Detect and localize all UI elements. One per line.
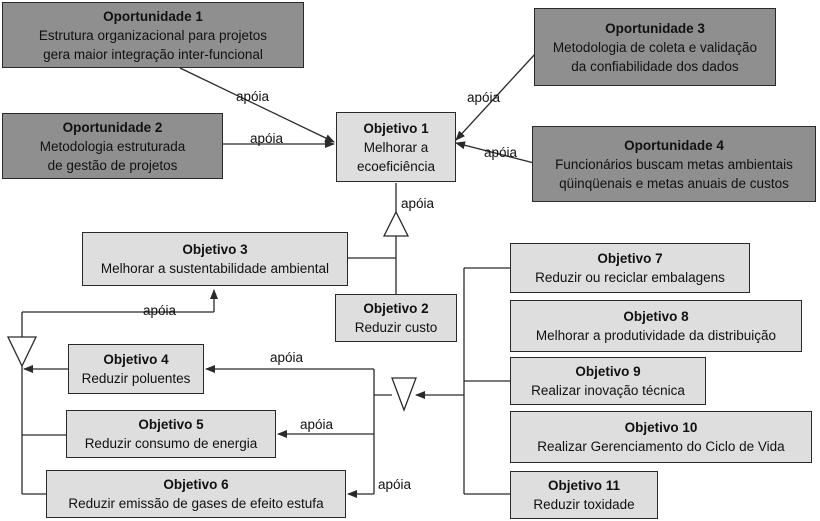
objective-5-line-1: Reduzir consumo de energia (84, 436, 258, 451)
objective-9-box: Objetivo 9 Realizar inovação técnica (510, 357, 706, 405)
label-apoia-obj6: apóia (378, 477, 412, 492)
objective-2-box: Objetivo 2 Reduzir custo (335, 294, 457, 342)
label-apoia-obj5: apóia (300, 417, 334, 432)
combine-triangle-1 (382, 210, 410, 237)
combine-triangle-3 (391, 377, 417, 412)
opportunity-1-line-1: Estrutura organizacional para projetos (38, 27, 268, 43)
objective-10-box: Objetivo 10 Realizar Gerenciamento do Ci… (510, 411, 812, 463)
combine-triangle-2 (6, 336, 38, 368)
opportunity-3-box: Oportunidade 3 Metodologia de coleta e v… (534, 8, 776, 86)
opportunity-4-line-2: qüinqüenais e metas anuais de custos (559, 175, 789, 191)
objective-3-title: Objetivo 3 (182, 242, 248, 257)
label-apoia-obj4: apóia (270, 350, 304, 365)
label-apoia-op2: apóia (250, 131, 284, 146)
objective-8-box: Objetivo 8 Melhorar a produtividade da d… (510, 300, 802, 352)
objective-9-line-1: Realizar inovação técnica (531, 383, 685, 398)
objective-7-title: Objetivo 7 (597, 251, 663, 266)
objective-6-box: Objetivo 6 Reduzir emissão de gases de e… (46, 470, 346, 518)
opportunity-2-title: Oportunidade 2 (62, 119, 163, 135)
opportunity-4-box: Oportunidade 4 Funcionários buscam metas… (532, 126, 816, 202)
objective-10-line-1: Realizar Gerenciamento do Ciclo de Vida (537, 439, 785, 454)
label-apoia-op1: apóia (236, 89, 270, 104)
objective-11-line-1: Reduzir toxidade (533, 497, 635, 512)
objective-2-line-1: Reduzir custo (354, 320, 438, 335)
objective-7-box: Objetivo 7 Reduzir ou reciclar embalagen… (510, 243, 750, 293)
objective-1-title: Objetivo 1 (363, 120, 429, 136)
arrow-op4-obj1 (455, 141, 535, 164)
label-apoia-op4: apóia (484, 145, 518, 160)
opportunity-1-line-2: gera maior integração inter-funcional (43, 46, 263, 62)
objective-4-title: Objetivo 4 (103, 352, 169, 367)
objective-2-title: Objetivo 2 (363, 301, 429, 316)
opportunity-1-title: Oportunidade 1 (103, 8, 203, 24)
objective-1-box: Objetivo 1 Melhorar a ecoeficiência (336, 112, 456, 182)
objective-6-title: Objetivo 6 (163, 477, 229, 492)
label-apoia-obj1: apóia (401, 196, 435, 211)
objective-10-title: Objetivo 10 (624, 420, 698, 435)
arrow-op3-obj1 (455, 52, 537, 141)
objective-1-line-2: ecoeficiência (356, 158, 436, 174)
opportunity-2-box: Oportunidade 2 Metodologia estruturada d… (2, 113, 223, 179)
objective-4-box: Objetivo 4 Reduzir poluentes (68, 344, 204, 394)
objective-4-line-1: Reduzir poluentes (81, 371, 191, 386)
opportunity-3-line-2: da confiabilidade dos dados (571, 58, 739, 74)
label-apoia-obj3: apóia (143, 303, 177, 318)
opportunity-2-line-1: Metodologia estruturada (39, 138, 186, 154)
opportunity-4-line-1: Funcionários buscam metas ambientais (555, 156, 793, 172)
objective-5-box: Objetivo 5 Reduzir consumo de energia (66, 410, 276, 458)
arrow-op1-obj1 (179, 67, 335, 143)
opportunity-3-line-1: Metodologia de coleta e validação (552, 39, 758, 55)
objective-8-title: Objetivo 8 (623, 309, 689, 324)
objective-3-box: Objetivo 3 Melhorar a sustentabilidade a… (82, 232, 348, 286)
opportunity-4-title: Oportunidade 4 (624, 137, 724, 153)
label-apoia-op3: apóia (467, 90, 501, 105)
objective-11-box: Objetivo 11 Reduzir toxidade (510, 471, 658, 519)
objective-11-title: Objetivo 11 (547, 478, 621, 493)
objective-9-title: Objetivo 9 (575, 364, 641, 379)
objective-1-line-1: Melhorar a (363, 139, 429, 155)
objective-3-line-1: Melhorar a sustentabilidade ambiental (100, 261, 330, 276)
objective-7-line-1: Reduzir ou reciclar embalagens (535, 270, 725, 285)
objective-8-line-1: Melhorar a produtividade da distribuição (535, 328, 777, 343)
opportunity-3-title: Oportunidade 3 (605, 20, 705, 36)
opportunity-1-box: Oportunidade 1 Estrutura organizacional … (2, 2, 304, 68)
objective-6-line-1: Reduzir emissão de gases de efeito estuf… (68, 496, 324, 511)
objective-5-title: Objetivo 5 (138, 417, 204, 432)
opportunity-2-line-2: de gestão de projetos (47, 157, 178, 173)
